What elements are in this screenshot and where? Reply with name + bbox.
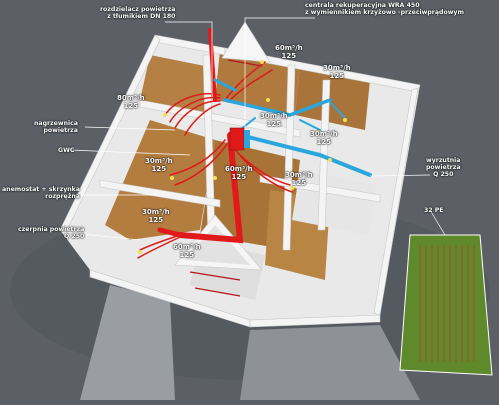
gable-top xyxy=(221,21,271,63)
floor-top-room xyxy=(215,50,300,115)
floor-top-left-room xyxy=(140,55,215,115)
gable-bottom-inner xyxy=(185,225,250,265)
air-vents xyxy=(138,60,347,254)
recuperator-unit xyxy=(229,127,245,151)
label-gwc: GWC xyxy=(58,147,75,154)
label-32pe: 32 PE xyxy=(424,207,444,214)
gwc-pipes xyxy=(419,245,475,362)
walkway xyxy=(80,285,175,400)
recuperator-side xyxy=(244,130,250,148)
patio xyxy=(240,325,420,400)
extract-ducts xyxy=(213,78,372,177)
leader-lines xyxy=(61,17,446,241)
floor-top-right-room xyxy=(295,65,370,130)
gwc-field xyxy=(399,234,493,376)
supply-ducts xyxy=(137,28,293,259)
floor-left-room xyxy=(105,120,215,240)
